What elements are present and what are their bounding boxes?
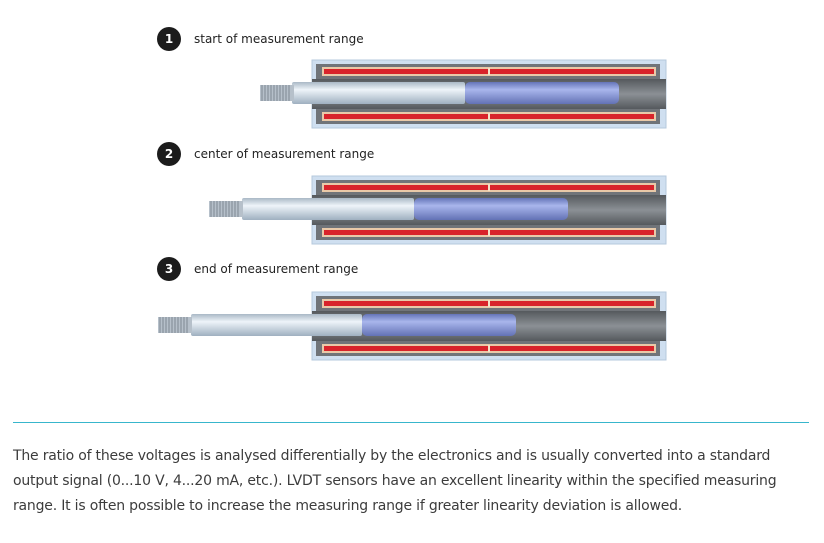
stage-label: center of measurement range (194, 147, 375, 161)
stage-number-badge: 2 (157, 142, 181, 166)
lvdt-diagram: 1 start of measurement range (148, 0, 676, 380)
plunger (158, 314, 516, 336)
stage-label: end of measurement range (194, 262, 359, 276)
stage-center: 2 center of measurement range (148, 141, 676, 259)
plunger (209, 198, 568, 220)
section-divider (13, 422, 809, 423)
ferromagnetic-core (414, 198, 568, 220)
plunger (260, 82, 619, 104)
stage-start: 1 start of measurement range (148, 24, 676, 142)
push-rod (191, 314, 362, 336)
stage-end: 3 end of measurement range (148, 257, 676, 375)
ferromagnetic-core (465, 82, 619, 104)
ferromagnetic-core (362, 314, 516, 336)
stage-number-badge: 3 (157, 257, 181, 281)
lvdt-sensor-illustration (209, 175, 667, 245)
lvdt-sensor-illustration (260, 59, 667, 129)
push-rod (242, 198, 414, 220)
description-paragraph: The ratio of these voltages is analysed … (13, 448, 777, 514)
stage-number-badge: 1 (157, 27, 181, 51)
lvdt-sensor-illustration (158, 291, 667, 361)
push-rod (292, 82, 465, 104)
stage-label: start of measurement range (194, 32, 364, 46)
